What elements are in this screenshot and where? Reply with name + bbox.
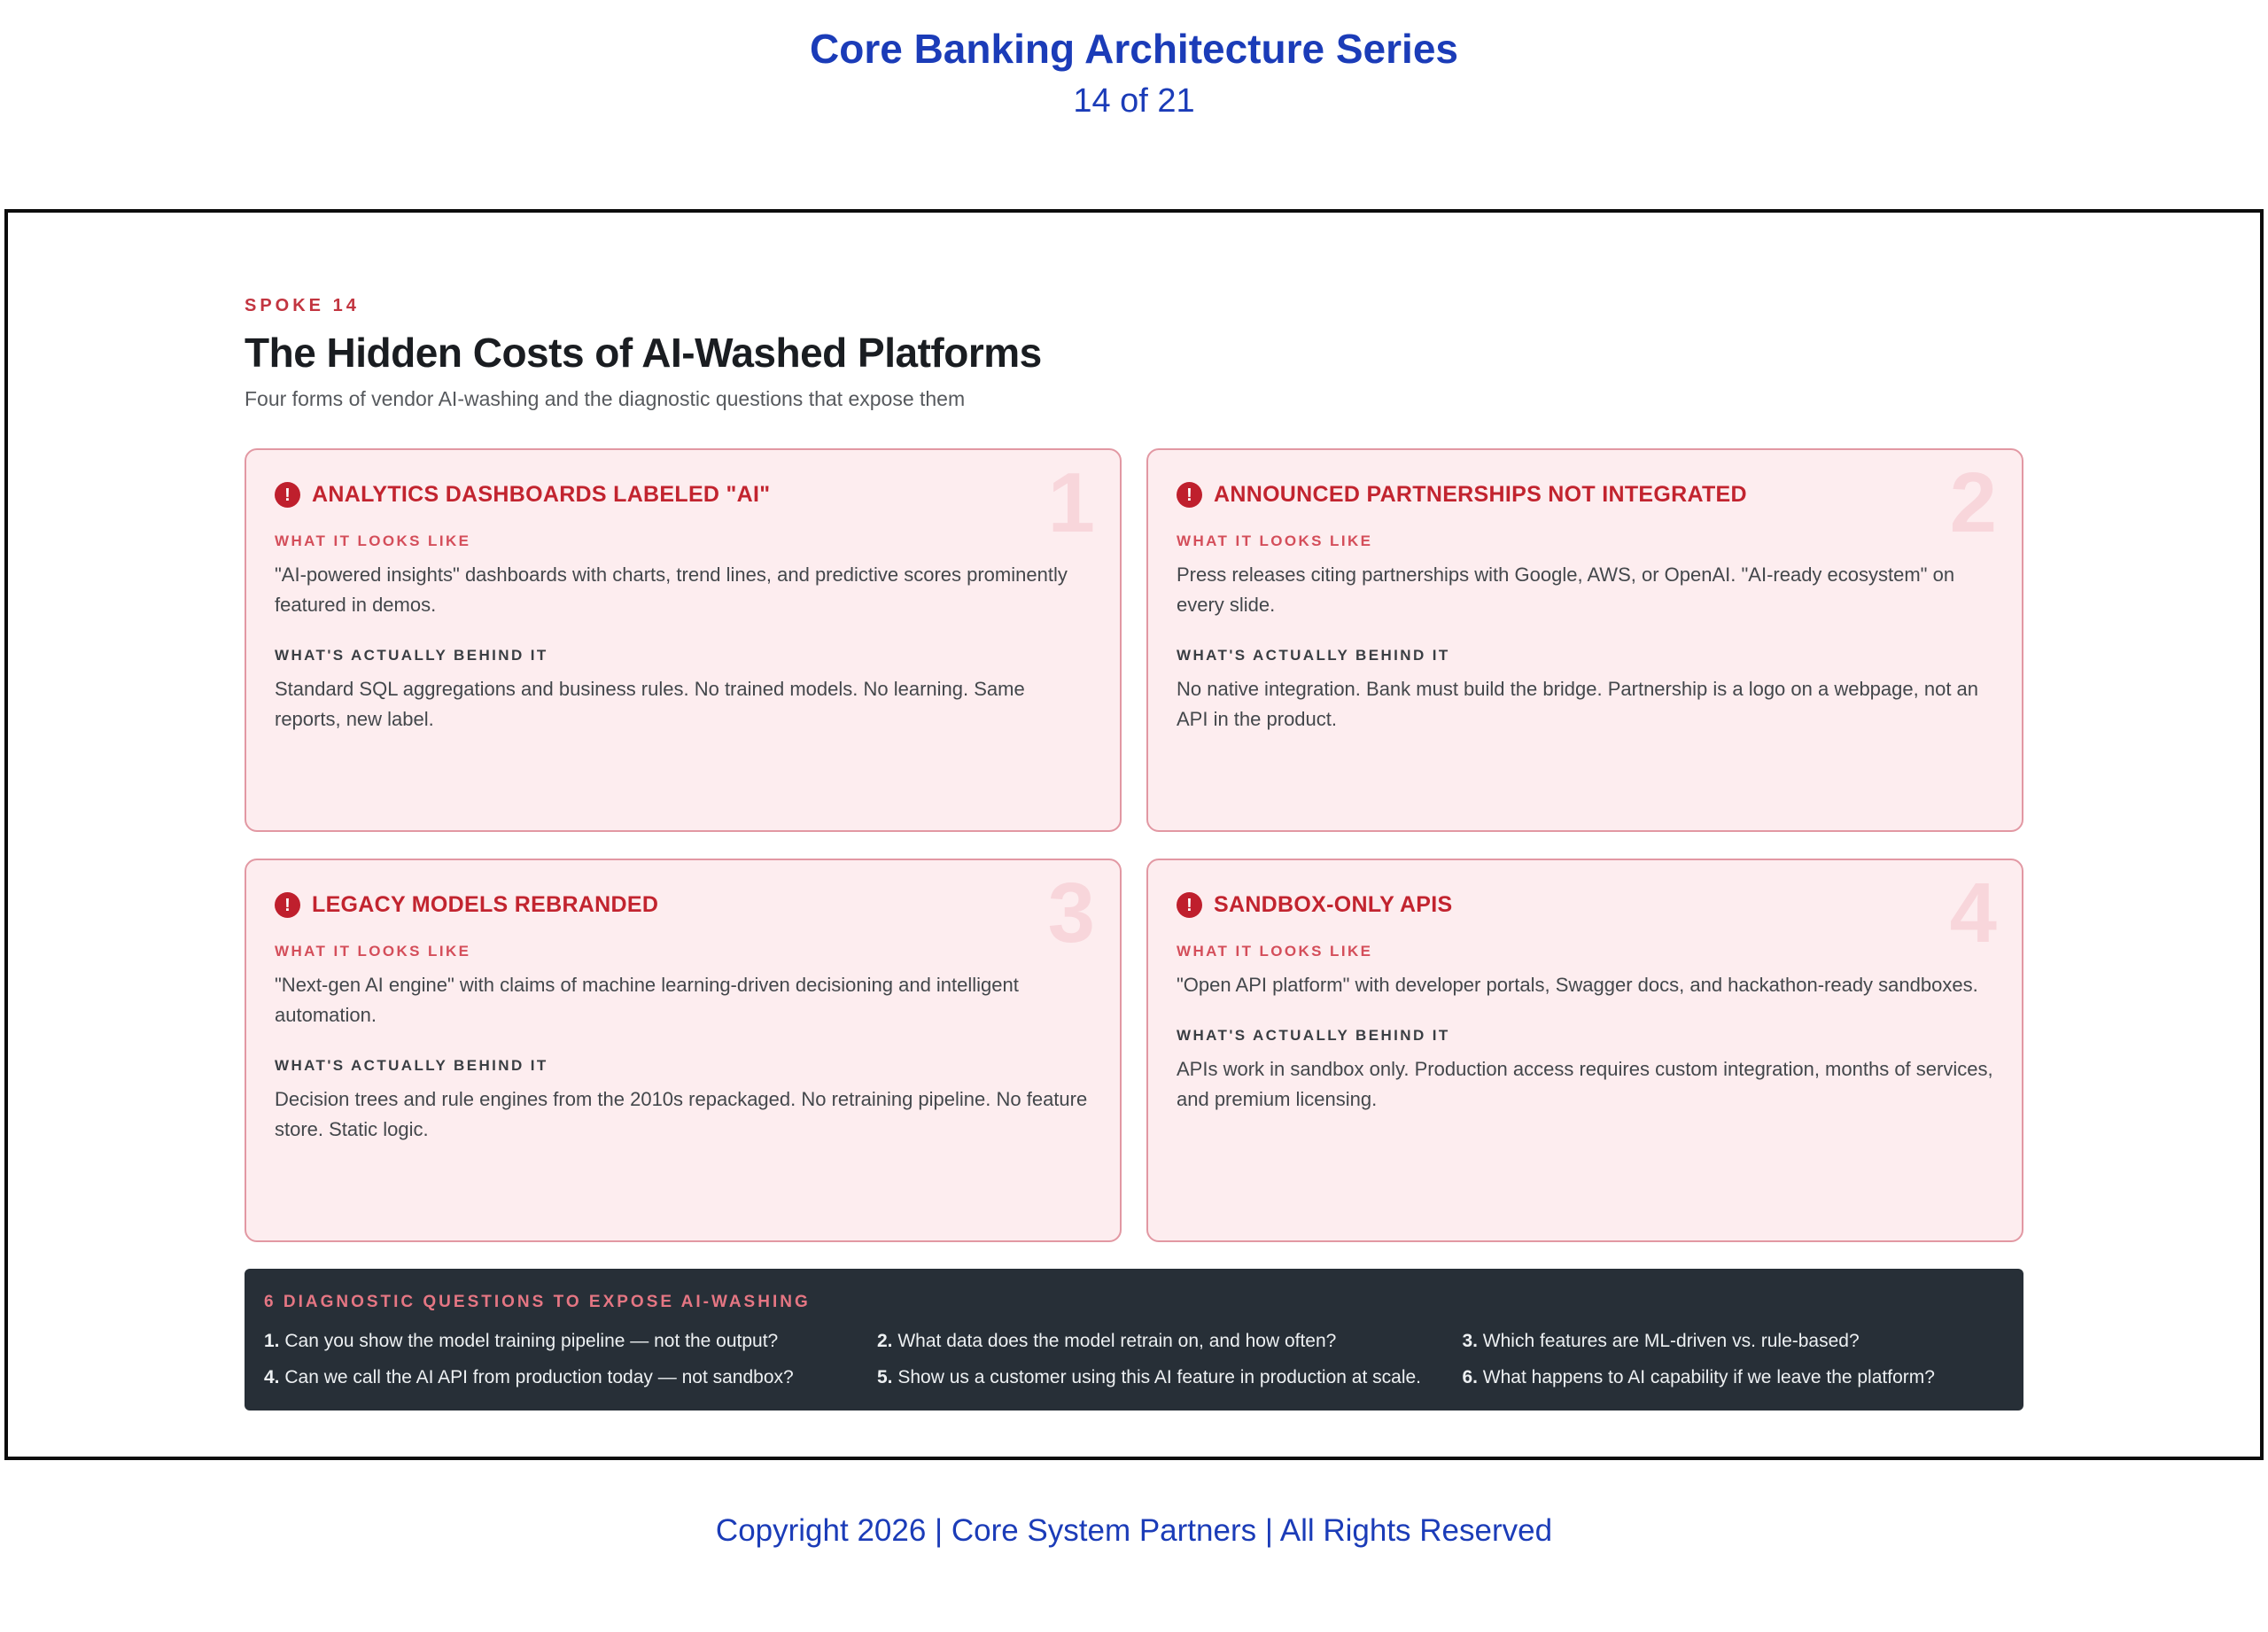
card-header: ! LEGACY MODELS REBRANDED (275, 892, 1091, 919)
questions-grid: 1. Can you show the model training pipel… (264, 1330, 2004, 1388)
card-announced-partnerships: 2 ! ANNOUNCED PARTNERSHIPS NOT INTEGRATE… (1146, 448, 2023, 833)
series-title: Core Banking Architecture Series (810, 26, 1458, 72)
cards-grid: 1 ! ANALYTICS DASHBOARDS LABELED "AI" WH… (245, 448, 2023, 1243)
behind-label: WHAT'S ACTUALLY BEHIND IT (1177, 1027, 1450, 1045)
card-legacy-models: 3 ! LEGACY MODELS REBRANDED WHAT IT LOOK… (245, 859, 1122, 1243)
question-text: What happens to AI capability if we leav… (1482, 1367, 1935, 1388)
looks-text: "Next-gen AI engine" with claims of mach… (275, 974, 1019, 1027)
question-3: 3. Which features are ML-driven vs. rule… (1462, 1330, 2004, 1352)
slide-title: The Hidden Costs of AI-Washed Platforms (245, 330, 1042, 377)
card-header: ! ANNOUNCED PARTNERSHIPS NOT INTEGRATED (1177, 482, 1993, 509)
question-text: Which features are ML-driven vs. rule-ba… (1482, 1331, 1860, 1352)
question-number: 3. (1462, 1331, 1478, 1352)
diagnostic-questions-bar: 6 DIAGNOSTIC QUESTIONS TO EXPOSE AI-WASH… (245, 1269, 2023, 1411)
card-title: LEGACY MODELS REBRANDED (312, 892, 659, 918)
question-text: Can we call the AI API from production t… (284, 1367, 794, 1388)
card-title: ANALYTICS DASHBOARDS LABELED "AI" (312, 482, 771, 508)
slide-subtitle: Four forms of vendor AI-washing and the … (245, 387, 966, 411)
alert-icon: ! (275, 482, 300, 509)
question-1: 1. Can you show the model training pipel… (264, 1330, 850, 1352)
question-text: Can you show the model training pipeline… (284, 1331, 779, 1352)
question-text: What data does the model retrain on, and… (897, 1331, 1337, 1352)
alert-icon: ! (1177, 482, 1202, 509)
looks-label: WHAT IT LOOKS LIKE (275, 532, 471, 550)
question-number: 4. (264, 1367, 280, 1388)
question-number: 2. (876, 1331, 893, 1352)
behind-text: APIs work in sandbox only. Production ac… (1177, 1058, 1993, 1111)
slide-frame: SPOKE 14 The Hidden Costs of AI-Washed P… (4, 209, 2264, 1461)
looks-text: Press releases citing partnerships with … (1177, 563, 1955, 617)
question-2: 2. What data does the model retrain on, … (877, 1330, 1435, 1352)
question-6: 6. What happens to AI capability if we l… (1462, 1366, 2004, 1388)
question-number: 5. (876, 1367, 893, 1388)
behind-text: Decision trees and rule engines from the… (275, 1088, 1088, 1141)
behind-label: WHAT'S ACTUALLY BEHIND IT (1177, 647, 1450, 664)
card-sandbox-only-apis: 4 ! SANDBOX-ONLY APIS WHAT IT LOOKS LIKE… (1146, 859, 2023, 1243)
copyright-footer: Copyright 2026 | Core System Partners | … (715, 1513, 1553, 1549)
questions-bar-heading: 6 DIAGNOSTIC QUESTIONS TO EXPOSE AI-WASH… (264, 1293, 811, 1312)
looks-label: WHAT IT LOOKS LIKE (1177, 532, 1373, 550)
question-number: 6. (1462, 1367, 1478, 1388)
deck-header: Core Banking Architecture Series 14 of 2… (0, 0, 2268, 120)
spoke-label: SPOKE 14 (245, 296, 360, 316)
slide-content: SPOKE 14 The Hidden Costs of AI-Washed P… (245, 213, 2023, 1411)
looks-label: WHAT IT LOOKS LIKE (1177, 943, 1373, 960)
card-title: SANDBOX-ONLY APIS (1214, 892, 1453, 918)
question-text: Show us a customer using this AI feature… (897, 1367, 1421, 1388)
page-indicator: 14 of 21 (1073, 82, 1195, 120)
behind-label: WHAT'S ACTUALLY BEHIND IT (275, 647, 548, 664)
card-analytics-dashboards: 1 ! ANALYTICS DASHBOARDS LABELED "AI" WH… (245, 448, 1122, 833)
question-4: 4. Can we call the AI API from productio… (264, 1366, 850, 1388)
alert-icon: ! (275, 892, 300, 919)
card-header: ! ANALYTICS DASHBOARDS LABELED "AI" (275, 482, 1091, 509)
alert-icon: ! (1177, 892, 1202, 919)
looks-label: WHAT IT LOOKS LIKE (275, 943, 471, 960)
behind-text: No native integration. Bank must build t… (1177, 678, 1979, 731)
behind-text: Standard SQL aggregations and business r… (275, 678, 1025, 731)
question-5: 5. Show us a customer using this AI feat… (877, 1366, 1435, 1388)
looks-text: "AI-powered insights" dashboards with ch… (275, 563, 1068, 617)
behind-label: WHAT'S ACTUALLY BEHIND IT (275, 1057, 548, 1075)
card-title: ANNOUNCED PARTNERSHIPS NOT INTEGRATED (1214, 482, 1747, 508)
card-header: ! SANDBOX-ONLY APIS (1177, 892, 1993, 919)
question-number: 1. (264, 1331, 280, 1352)
looks-text: "Open API platform" with developer porta… (1177, 974, 1978, 997)
